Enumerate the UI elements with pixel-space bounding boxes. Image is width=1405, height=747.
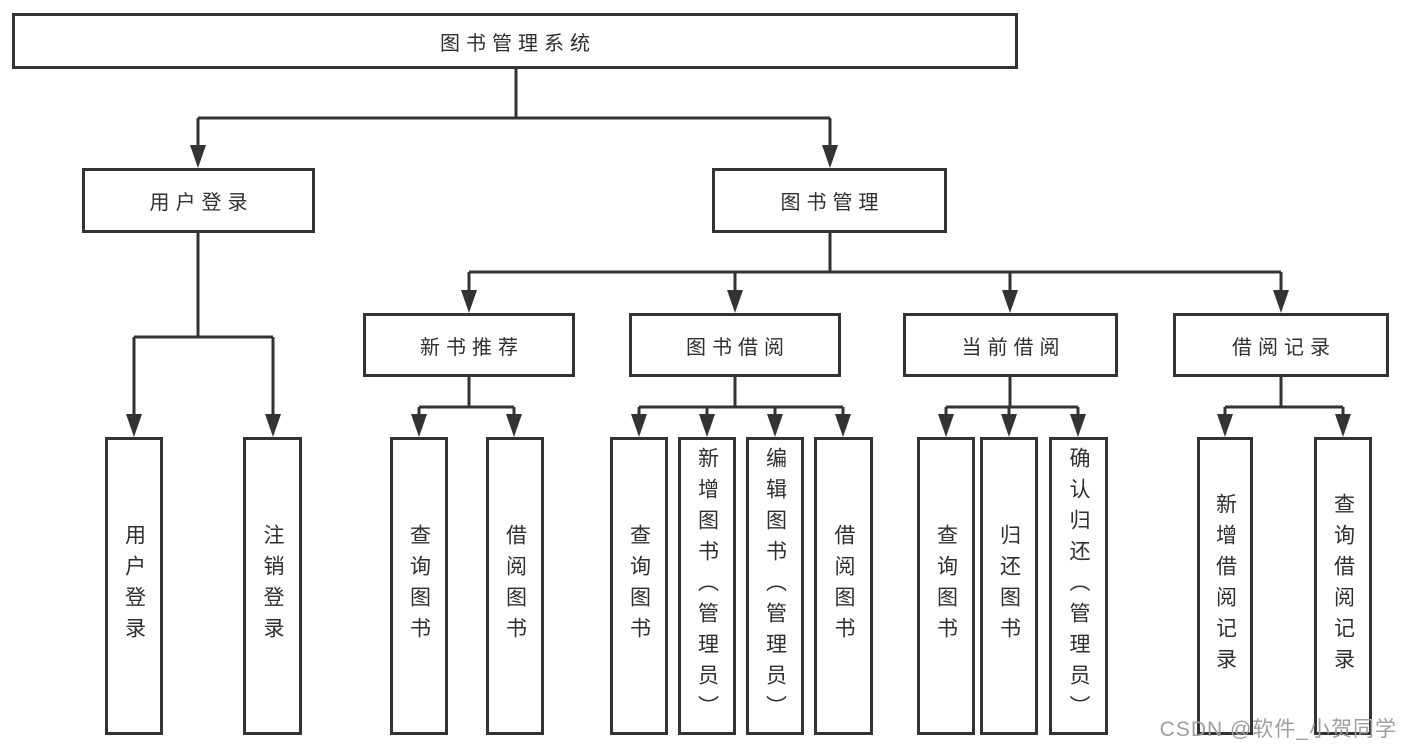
node-new-book-recommend: 新书推荐 (363, 313, 575, 377)
leaf-borrow-books: 借阅图书 (814, 437, 873, 735)
leaf-return-book: 归还图书 (980, 437, 1038, 735)
leaf-confirm-return-admin: 确认归还（管理员） (1049, 437, 1108, 735)
watermark: CSDN @软件_小贺同学 (1159, 718, 1397, 741)
leaf-query-books-current-label: 查询图书 (934, 524, 958, 648)
node-user-login: 用户登录 (82, 168, 315, 233)
leaf-add-book-admin: 新增图书（管理员） (678, 437, 736, 735)
leaf-add-book-admin-label: 新增图书（管理员） (695, 446, 719, 726)
leaf-query-books-current: 查询图书 (917, 437, 975, 735)
node-book-borrowing-label: 图书借阅 (686, 336, 790, 359)
node-book-management: 图书管理 (712, 168, 947, 233)
node-current-borrowing: 当前借阅 (903, 313, 1118, 377)
leaf-query-books-recommend: 查询图书 (390, 437, 448, 735)
node-borrow-records: 借阅记录 (1173, 313, 1389, 377)
leaf-query-books-borrowing-label: 查询图书 (627, 524, 651, 648)
leaf-edit-book-admin: 编辑图书（管理员） (746, 437, 804, 735)
leaf-borrow-books-label: 借阅图书 (832, 524, 855, 648)
leaf-query-books-recommend-label: 查询图书 (407, 524, 431, 648)
leaf-edit-book-admin-label: 编辑图书（管理员） (763, 446, 787, 726)
leaf-user-login: 用户登录 (105, 437, 163, 735)
leaf-user-login-label: 用户登录 (122, 524, 146, 648)
node-current-borrowing-label: 当前借阅 (961, 336, 1066, 359)
node-book-borrowing: 图书借阅 (629, 313, 841, 377)
node-root: 图书管理系统 (12, 13, 1018, 69)
leaf-query-borrow-record-label: 查询借阅记录 (1331, 493, 1355, 679)
node-borrow-records-label: 借阅记录 (1232, 336, 1336, 359)
leaf-borrow-books-recommend-label: 借阅图书 (503, 524, 527, 648)
edge-current-borrow-children (938, 377, 1086, 437)
leaf-add-borrow-record: 新增借阅记录 (1197, 437, 1253, 735)
leaf-query-borrow-record: 查询借阅记录 (1314, 437, 1372, 735)
leaf-borrow-books-recommend: 借阅图书 (486, 437, 544, 735)
node-user-login-label: 用户登录 (149, 192, 254, 214)
node-new-book-recommend-label: 新书推荐 (420, 336, 524, 359)
leaf-confirm-return-admin-label: 确认归还（管理员） (1067, 446, 1090, 726)
edge-new-book-rec-children (411, 377, 522, 437)
edge-borrow-records-children (1217, 377, 1351, 437)
leaf-logout-label: 注销登录 (261, 524, 284, 648)
edge-user-login-children (126, 233, 281, 437)
leaf-add-borrow-record-label: 新增借阅记录 (1213, 493, 1237, 679)
node-book-management-label: 图书管理 (780, 192, 885, 214)
edge-book-borrow-children (631, 377, 851, 437)
edge-book-mgmt-children (461, 233, 1289, 313)
edge-root-to-level1 (190, 69, 838, 168)
node-root-label: 图书管理系统 (440, 32, 596, 55)
leaf-query-books-borrowing: 查询图书 (610, 437, 668, 735)
leaf-return-book-label: 归还图书 (997, 524, 1021, 648)
leaf-logout: 注销登录 (243, 437, 302, 735)
